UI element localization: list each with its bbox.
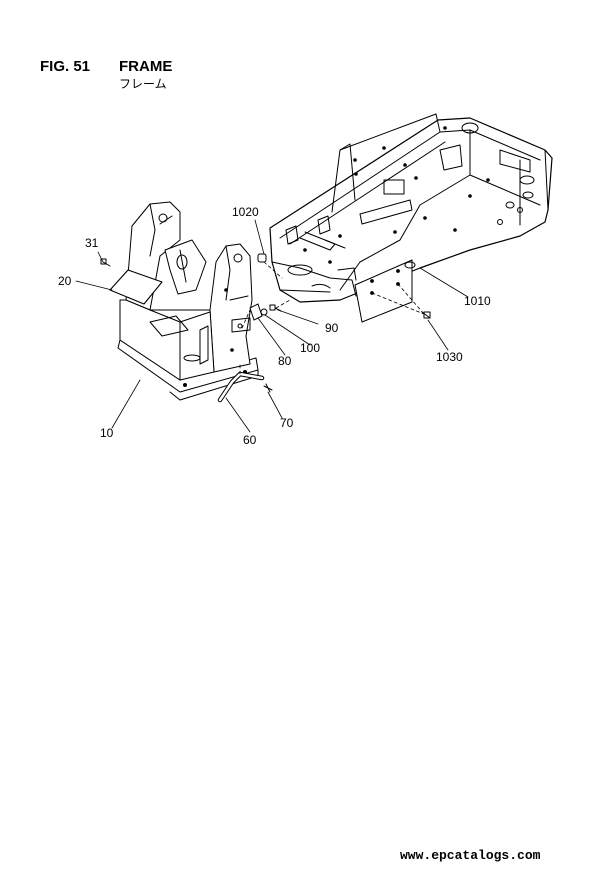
main-frame-drawing [269, 113, 553, 323]
callout-90: 90 [325, 321, 339, 335]
alignment-lines [239, 261, 425, 377]
bolt-31-drawing [100, 258, 111, 267]
leader-lines [75, 219, 469, 433]
pipe-drawing [217, 371, 265, 403]
clip-drawing [263, 383, 273, 393]
callout-70: 70 [280, 416, 294, 430]
callout-10: 10 [100, 426, 114, 440]
washer-drawing [260, 308, 268, 316]
callout-1020: 1020 [232, 205, 259, 219]
callout-100: 100 [300, 341, 320, 355]
callout-31: 31 [85, 236, 99, 250]
callout-1010: 1010 [464, 294, 491, 308]
figure-number: FIG. 51 [40, 58, 91, 75]
figure-title: FRAME [119, 58, 173, 75]
plate-80-drawing [249, 303, 263, 321]
cover-plate-drawing [109, 269, 163, 305]
stopper-drawing [257, 253, 267, 263]
callout-1030: 1030 [436, 350, 463, 364]
figure-subtitle-japanese: フレーム [119, 77, 167, 91]
callout-20: 20 [58, 274, 72, 288]
callout-80: 80 [278, 354, 292, 368]
callout-60: 60 [243, 433, 257, 447]
footer-watermark-url: www.epcatalogs.com [400, 848, 541, 863]
